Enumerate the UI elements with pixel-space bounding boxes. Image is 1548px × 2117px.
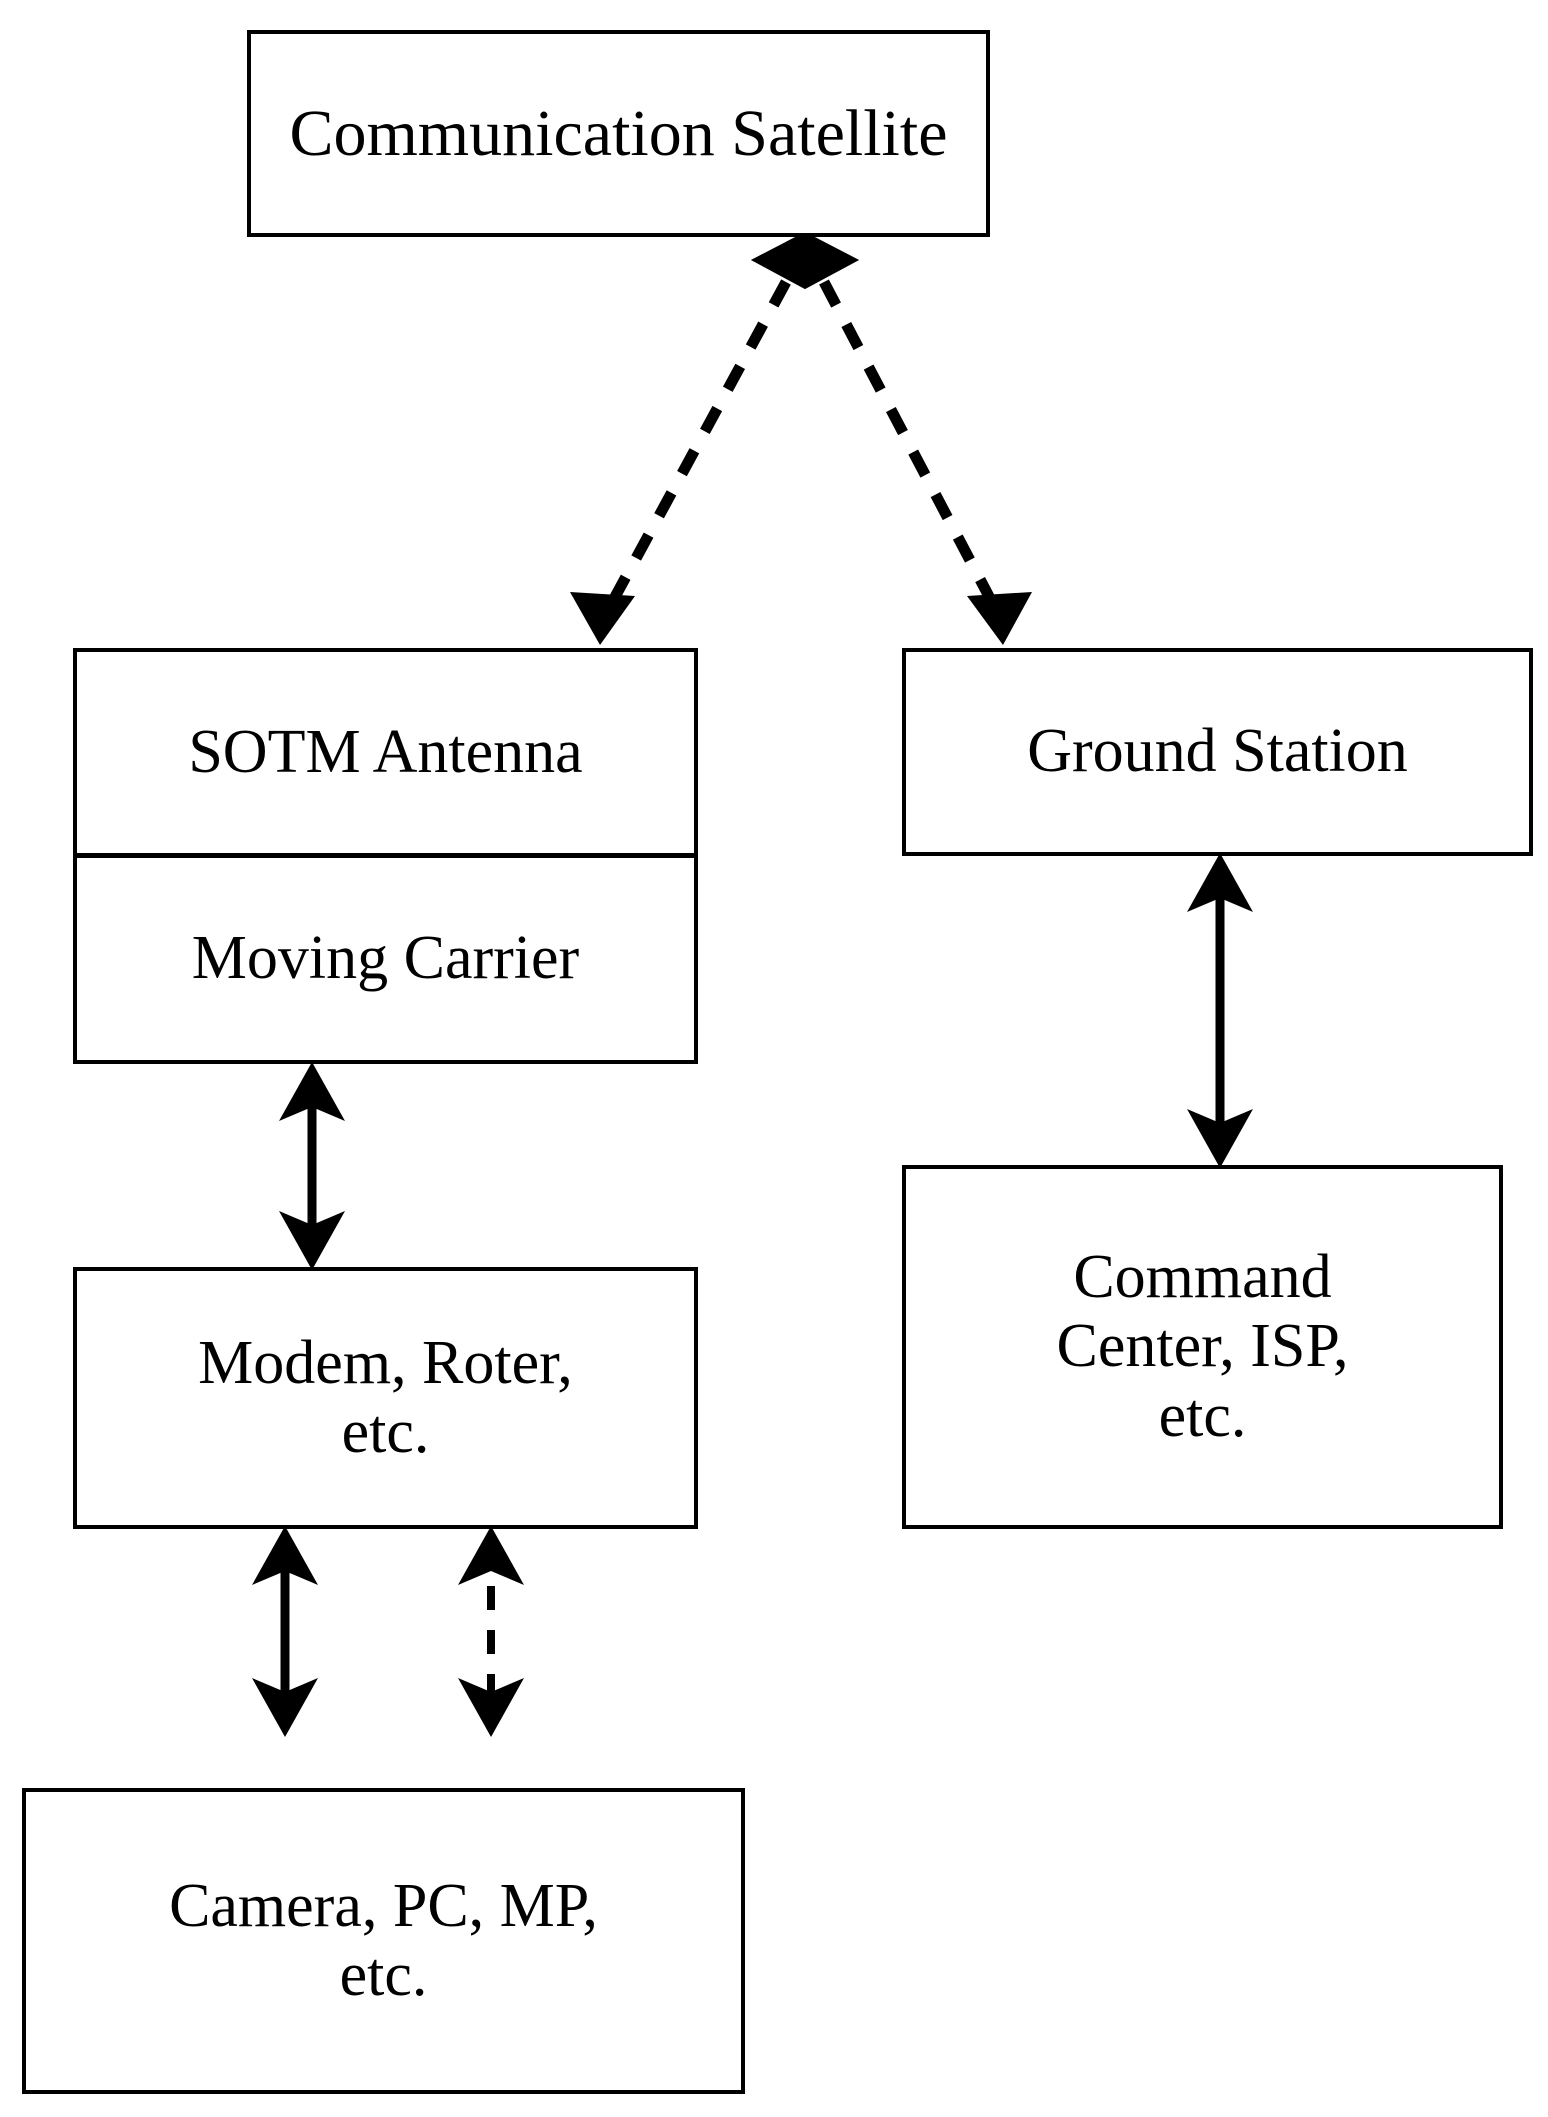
- node-label: Ground Station: [1027, 717, 1408, 786]
- arrowhead-down: [279, 1211, 345, 1270]
- modem-to-endpoints-dashed-connector: [458, 1526, 524, 1737]
- node-camera-pc-mp[interactable]: Camera, PC, MP, etc.: [22, 1788, 745, 2094]
- arrowhead-down: [1187, 1109, 1253, 1168]
- arrowhead-up: [458, 1526, 524, 1585]
- aggregation-diamond: [750, 231, 860, 290]
- node-label: Camera, PC, MP, etc.: [169, 1871, 598, 2009]
- node-communication-satellite[interactable]: Communication Satellite: [247, 30, 990, 237]
- node-moving-carrier[interactable]: Moving Carrier: [73, 855, 698, 1064]
- arrowhead-down: [458, 1678, 524, 1737]
- arrowhead-up: [252, 1526, 318, 1585]
- arrowhead-up: [1187, 853, 1253, 912]
- node-sotm-antenna[interactable]: SOTM Antenna: [73, 648, 698, 856]
- node-ground-station[interactable]: Ground Station: [902, 648, 1533, 856]
- satellite-to-sotm-connector: [570, 279, 791, 645]
- node-label: Moving Carrier: [191, 924, 580, 993]
- node-command-center-isp[interactable]: Command Center, ISP, etc.: [902, 1165, 1503, 1529]
- node-label: Communication Satellite: [289, 96, 948, 170]
- node-label: SOTM Antenna: [188, 717, 583, 786]
- modem-to-endpoints-solid-connector: [252, 1526, 318, 1737]
- node-label: Modem, Roter, etc.: [198, 1328, 573, 1466]
- arrowhead-up: [279, 1062, 345, 1121]
- node-modem-roter[interactable]: Modem, Roter, etc.: [73, 1267, 698, 1529]
- node-label: Command Center, ISP, etc.: [1056, 1242, 1349, 1450]
- arrowhead-down: [252, 1678, 318, 1737]
- satellite-to-ground-station-connector: [819, 279, 1032, 645]
- moving-carrier-to-modem-connector: [279, 1062, 345, 1270]
- arrowhead-down-left: [570, 592, 635, 645]
- ground-station-to-command-center-connector: [1187, 853, 1253, 1168]
- arrowhead-down-right: [967, 592, 1032, 645]
